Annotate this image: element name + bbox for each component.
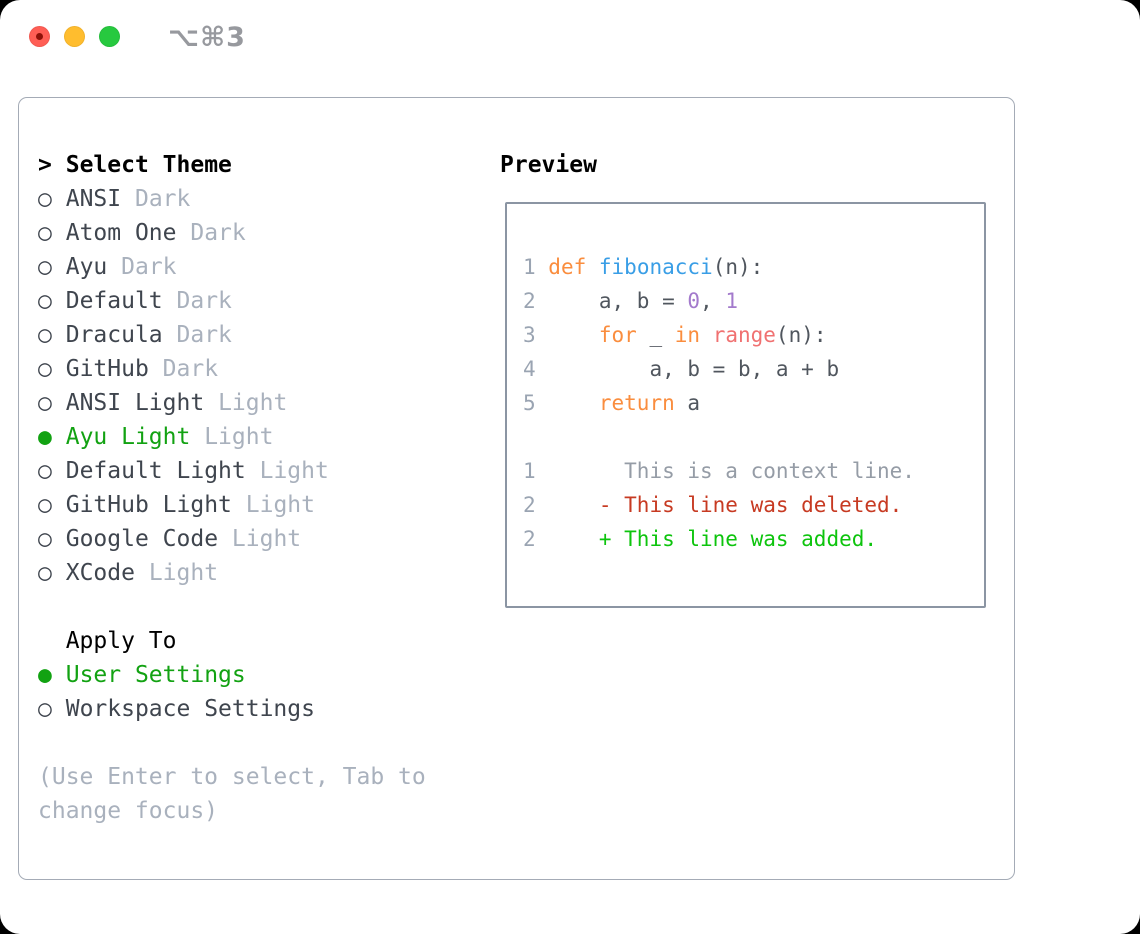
radio-icon: ○ <box>38 322 52 348</box>
spacer <box>38 726 498 760</box>
apply-option-label: User Settings <box>65 662 246 688</box>
theme-option-ayu-light[interactable]: ● Ayu Light Light <box>38 420 498 454</box>
theme-name: Google Code <box>65 526 219 552</box>
theme-list: > Select Theme ○ ANSI Dark○ Atom One Dar… <box>38 148 498 828</box>
theme-variant-tag: Dark <box>134 186 191 212</box>
theme-list-header-label: Select Theme <box>65 152 232 178</box>
theme-variant-tag: Dark <box>176 322 232 348</box>
theme-list-header: > Select Theme <box>38 148 498 182</box>
apply-option-label: Workspace Settings <box>65 696 315 722</box>
theme-option-default-light[interactable]: ○ Default Light Light <box>38 454 498 488</box>
radio-icon: ○ <box>38 254 52 280</box>
theme-option-xcode[interactable]: ○ XCode Light <box>38 556 498 590</box>
preview-code-line: 2 - This line was deleted. <box>523 493 903 517</box>
theme-name: Default <box>65 288 163 314</box>
hint-text: (Use Enter to select, Tab to change focu… <box>38 764 426 824</box>
theme-name: GitHub <box>65 356 149 382</box>
radio-selected-icon: ● <box>38 662 52 688</box>
theme-variant-tag: Dark <box>162 356 219 382</box>
radio-icon: ○ <box>38 288 52 314</box>
theme-name: Ayu Light <box>65 424 191 450</box>
preview-code-line: 5 return a <box>523 391 701 415</box>
preview-code-line: 1 This is a context line. <box>523 459 915 483</box>
apply-to-header: Apply To <box>65 628 177 654</box>
radio-icon: ○ <box>38 560 52 586</box>
radio-icon: ○ <box>38 526 52 552</box>
theme-option-atom-one[interactable]: ○ Atom One Dark <box>38 216 498 250</box>
preview-header: Preview <box>500 152 597 178</box>
theme-option-google-code[interactable]: ○ Google Code Light <box>38 522 498 556</box>
theme-option-ayu[interactable]: ○ Ayu Dark <box>38 250 498 284</box>
radio-icon: ○ <box>38 458 52 484</box>
theme-preview-box: 1 def fibonacci(n): 2 a, b = 0, 1 3 for _ … <box>505 202 986 608</box>
theme-option-ansi[interactable]: ○ ANSI Dark <box>38 182 498 216</box>
theme-variant-tag: Light <box>231 526 302 552</box>
theme-variant-tag: Light <box>245 492 315 518</box>
theme-variant-tag: Light <box>204 424 274 450</box>
theme-name: ANSI <box>65 186 122 212</box>
preview-code-line: 1 def fibonacci(n): <box>523 255 764 279</box>
theme-name: ANSI Light <box>65 390 205 416</box>
prompt-marker-icon: > <box>38 152 52 178</box>
radio-icon: ○ <box>38 390 52 416</box>
unsaved-changes-indicator-icon <box>36 33 43 40</box>
preview-code-line: 2 a, b = 0, 1 <box>523 289 738 313</box>
theme-option-github-light[interactable]: ○ GitHub Light Light <box>38 488 498 522</box>
titlebar: ⌥⌘3 <box>0 0 1140 75</box>
minimize-button[interactable] <box>64 26 85 47</box>
theme-option-dracula[interactable]: ○ Dracula Dark <box>38 318 498 352</box>
radio-icon: ○ <box>38 492 52 518</box>
preview-code-line <box>523 420 984 454</box>
apply-option-workspace-settings[interactable]: ○ Workspace Settings <box>38 692 498 726</box>
theme-option-github[interactable]: ○ GitHub Dark <box>38 352 498 386</box>
theme-option-ansi-light[interactable]: ○ ANSI Light Light <box>38 386 498 420</box>
theme-variant-tag: Dark <box>190 220 246 246</box>
close-button[interactable] <box>29 26 50 47</box>
window-title-shortcut: ⌥⌘3 <box>168 22 246 53</box>
theme-name: Default Light <box>65 458 246 484</box>
maximize-button[interactable] <box>99 26 120 47</box>
radio-selected-icon: ● <box>38 424 52 450</box>
preview-code-line: 4 a, b = b, a + b <box>523 357 840 381</box>
preview-code-line: 2 + This line was added. <box>523 527 878 551</box>
theme-option-default[interactable]: ○ Default Dark <box>38 284 498 318</box>
theme-variant-tag: Light <box>259 458 329 484</box>
spacer <box>38 590 498 624</box>
preview-code-line: 3 for _ in range(n): <box>523 323 827 347</box>
theme-name: Ayu <box>65 254 108 280</box>
theme-variant-tag: Dark <box>176 288 232 314</box>
theme-name: Dracula <box>65 322 163 348</box>
radio-icon: ○ <box>38 696 52 722</box>
theme-variant-tag: Light <box>218 390 288 416</box>
radio-icon: ○ <box>38 186 52 212</box>
radio-icon: ○ <box>38 356 52 382</box>
theme-variant-tag: Dark <box>121 254 177 280</box>
theme-variant-tag: Light <box>148 560 219 586</box>
apply-option-user-settings[interactable]: ● User Settings <box>38 658 498 692</box>
theme-name: Atom One <box>65 220 177 246</box>
theme-name: GitHub Light <box>65 492 232 518</box>
radio-icon: ○ <box>38 220 52 246</box>
theme-name: XCode <box>65 560 135 586</box>
